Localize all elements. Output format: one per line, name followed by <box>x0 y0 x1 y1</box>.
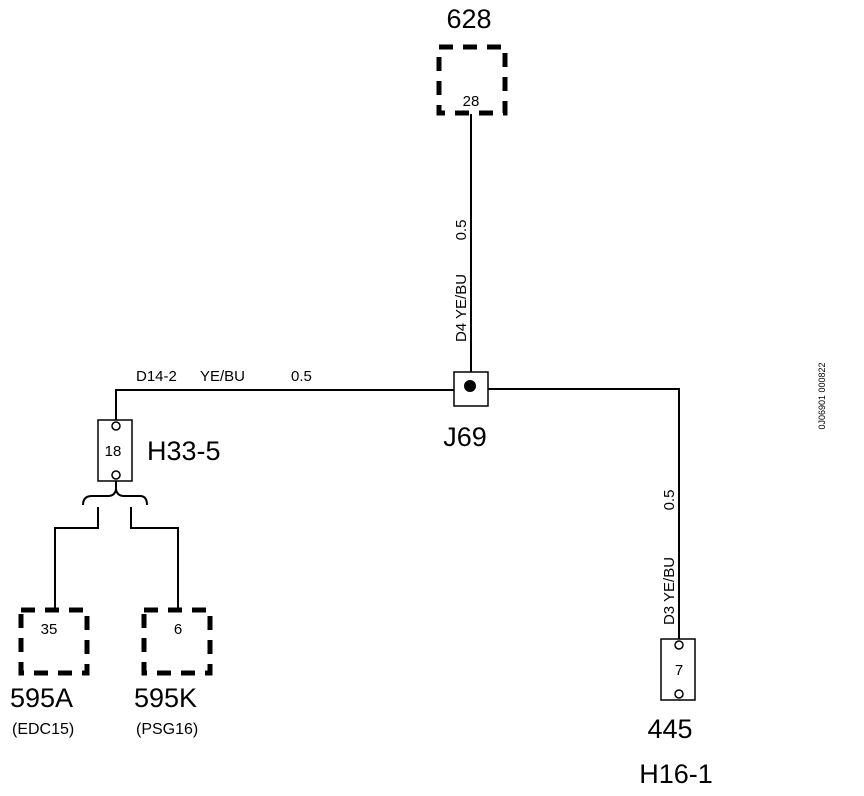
wire-d4-size: 0.5 <box>453 220 470 241</box>
splice-j69-label: J69 <box>443 422 487 452</box>
component-595k-sub: (PSG16) <box>136 721 198 738</box>
component-595k: 6 595K (PSG16) <box>134 607 213 738</box>
connector-h33-5-label: H33-5 <box>147 436 221 466</box>
connector-h16-1-pin: 7 <box>675 662 683 679</box>
connector-h33-5: 18 H33-5 <box>97 419 221 482</box>
wire-branch-595a <box>54 507 99 612</box>
connector-h16-1: 7 445 H16-1 <box>639 638 713 789</box>
wire-d3-size: 0.5 <box>661 490 678 511</box>
component-628: 628 28 <box>436 4 508 116</box>
splice-j69: J69 <box>443 371 489 452</box>
connector-h33-5-pin: 18 <box>105 443 122 460</box>
wire-d3-code: D3 YE/BU <box>661 557 678 625</box>
component-595a-sub: (EDC15) <box>12 721 74 738</box>
wire-d14-color: YE/BU <box>200 368 245 385</box>
branch-brace <box>82 488 148 506</box>
reference-code: 0J06901 000822 <box>817 362 827 429</box>
component-628-label: 628 <box>446 4 491 34</box>
component-595k-pin: 6 <box>174 621 182 638</box>
component-595a-label: 595A <box>10 683 73 713</box>
component-595a-pin: 35 <box>41 621 58 638</box>
component-595k-label: 595K <box>134 683 197 713</box>
wire-d14-code: D14-2 <box>136 368 177 385</box>
wire-d4-code: D4 YE/BU <box>453 274 470 342</box>
component-628-pin: 28 <box>463 93 480 110</box>
component-595a: 35 595A (EDC15) <box>10 607 90 738</box>
wire-d3 <box>488 388 680 639</box>
wire-branch-595k <box>130 507 179 612</box>
wire-d14-size: 0.5 <box>291 368 312 385</box>
component-445-label: 445 <box>647 714 692 744</box>
wire-d14-2 <box>115 389 454 420</box>
connector-h16-1-label: H16-1 <box>639 759 713 789</box>
